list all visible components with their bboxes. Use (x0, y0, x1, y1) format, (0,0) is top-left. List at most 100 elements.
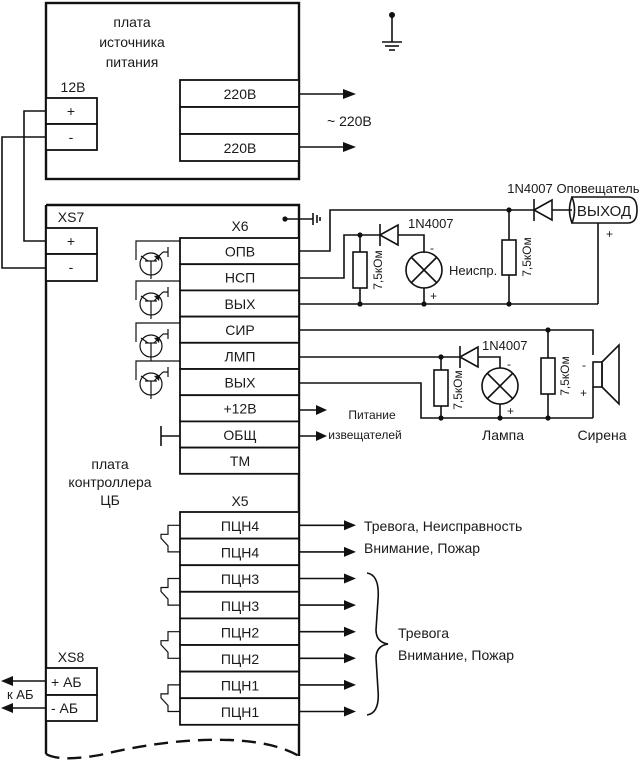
transistor-icon (135, 322, 180, 361)
diode-icon (532, 198, 553, 222)
x6-pin (179, 289, 300, 318)
pcn4-first-label: Тревога, Неисправность (364, 518, 522, 534)
mains-arrow-1 (343, 89, 356, 99)
battery-arrow-minus (1, 703, 13, 713)
resistor-icon (540, 357, 556, 395)
siren-icon (592, 343, 620, 406)
power-board-title-3: питания (106, 54, 159, 70)
x5-pin-label: ПЦН3 (221, 598, 260, 614)
power-supply-board: плата источника питания 12В + - 220В 220… (44, 1, 372, 181)
lamp-siren-circuit: 7,5кОм - + Сирена 1N4007 7,5кОм (299, 327, 627, 443)
relay-output-arrow (344, 626, 356, 637)
x6-pin-label: НСП (225, 270, 255, 286)
relay-output-arrow (344, 679, 356, 690)
detector-power-label-1: Питание (348, 408, 396, 422)
transistor-icon (135, 280, 180, 319)
x6-pin (179, 420, 300, 449)
lamp-icon (481, 367, 519, 405)
xs8-pin-plus-label: + АБ (51, 674, 82, 690)
power-board-title-1: плата (113, 14, 150, 30)
x6-pin-label: ВЫХ (224, 296, 256, 312)
siren-plus: + (580, 386, 587, 400)
wire-12v-minus (1, 136, 46, 269)
lamp-diode-label: 1N4007 (482, 338, 528, 353)
x5-pin-label: ПЦН1 (221, 704, 260, 720)
fault-lamp-label: Неиспр. (449, 263, 497, 278)
mains-pin-1-label: 220В (224, 86, 257, 102)
detector-power-arrow-common (316, 431, 327, 441)
fault-lamp-minus: - (430, 241, 434, 255)
controller-board: плата контроллера ЦБ XS7 + - X6 ОПВНСПВЫ… (1, 203, 321, 760)
x5-pin-label: ПЦН1 (221, 678, 260, 694)
annunciator-resistor-label: 7,5кОм (520, 237, 534, 277)
x6-pin (179, 341, 300, 370)
transistor-icon (135, 240, 180, 279)
mains-pin-2 (179, 106, 300, 135)
pin-12v-plus-label: + (67, 103, 75, 119)
lamp-plus: + (507, 404, 514, 418)
diode-icon (458, 345, 479, 369)
mains-pin-3-label: 220В (224, 140, 257, 156)
connector-12v-label: 12В (61, 79, 86, 95)
x5-pin-label: ПЦН2 (221, 651, 260, 667)
fault-resistor-label: 7,5кОм (371, 250, 385, 290)
resistor-icon (433, 369, 449, 407)
xs7-pin-minus-label: - (69, 259, 74, 275)
xs7-pin-minus (45, 253, 98, 282)
annunciator-circuit: 1N4007 Оповещатель ВЫХОД + 7,5кОм 1N4007 (299, 181, 640, 307)
x5-pin-label: ПЦН4 (221, 545, 260, 561)
detector-power-label-2: извещателей (328, 428, 401, 442)
group-brace (366, 572, 389, 716)
mains-pin-3 (179, 133, 300, 162)
siren-minus: - (582, 358, 586, 372)
lamp-label: Лампа (482, 427, 524, 443)
relay-output-arrow (344, 546, 356, 557)
x6-pin-label: +12В (223, 401, 256, 417)
diode-icon (378, 223, 399, 247)
mains-label: ~ 220В (327, 113, 372, 129)
x6-pin-label: ОБЩ (223, 427, 256, 443)
fault-lamp-plus: + (430, 289, 437, 303)
fault-diode-label: 1N4007 (408, 216, 454, 231)
wire-12v-plus (23, 110, 46, 242)
x6-pin (179, 237, 300, 266)
mains-arrow-2 (343, 142, 356, 152)
relay-contact-group (160, 524, 180, 713)
lamp-icon (405, 251, 443, 289)
xs8-pin-plus (45, 667, 98, 696)
annunciator-icon (568, 196, 638, 224)
relay-output-arrow (344, 573, 356, 584)
x5-pin-label: ПЦН2 (221, 624, 260, 640)
relay-output-arrow (344, 520, 356, 531)
pin-12v-minus-label: - (69, 129, 74, 145)
x6-pin (179, 368, 300, 397)
annunciator-text: ВЫХОД (577, 203, 631, 220)
relay-output-arrows (299, 520, 356, 717)
xs8-pin-minus-label: - АБ (51, 700, 78, 716)
power-board-title-2: источника (99, 34, 165, 50)
transistor-icon (135, 360, 180, 399)
resistor-icon (352, 251, 368, 289)
x6-pin-label: ВЫХ (224, 375, 256, 391)
relay-output-arrow (344, 653, 356, 664)
x6-label: X6 (231, 218, 248, 234)
relay-contact-icon (160, 631, 180, 659)
group-label-1: Тревога (398, 625, 449, 641)
x6-pin-label: ЛМП (225, 348, 256, 364)
relay-output-arrow (344, 706, 356, 717)
xs7-label: XS7 (58, 209, 85, 225)
x5-pin (179, 670, 300, 700)
xs7-pin-plus-label: + (67, 233, 75, 249)
resistor-icon (501, 239, 517, 276)
board-cut-line (45, 738, 300, 760)
x5-pin (179, 644, 300, 673)
lamp-minus: - (507, 357, 511, 371)
x6-pin-label: ТМ (230, 453, 250, 469)
relay-contact-icon (160, 577, 180, 606)
battery-arrow-plus (1, 676, 13, 686)
detector-power-arrow-plus (316, 405, 327, 415)
x6-pin-label: СИР (225, 322, 255, 338)
